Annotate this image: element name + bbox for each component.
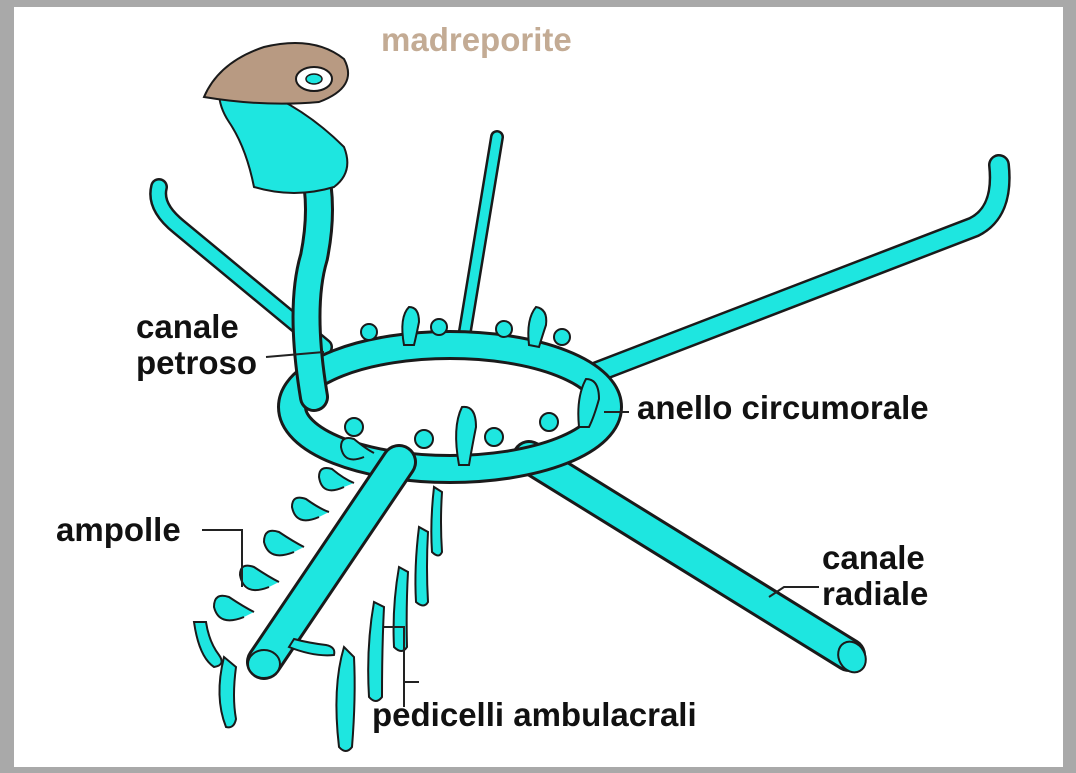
label-pedicelli-ambulacrali: pedicelli ambulacrali [372, 697, 697, 733]
label-canale-petroso: canale petroso [136, 309, 257, 381]
label-ampolle: ampolle [56, 512, 181, 548]
label-madreporite: madreporite [381, 22, 572, 58]
radial-canal-top [464, 137, 497, 337]
diagram-frame: .tube { stroke: #1a1a1a; stroke-linecap:… [14, 7, 1063, 767]
label-canale-radiale-line1: canale [822, 540, 928, 576]
ring-canal [292, 345, 608, 469]
radial-canal-right [584, 165, 1000, 377]
radial-canal-lower-right [529, 457, 871, 677]
label-anello-circumorale: anello circumorale [637, 390, 929, 426]
stone-canal [307, 167, 320, 397]
water-vascular-system-diagram: .tube { stroke: #1a1a1a; stroke-linecap:… [14, 7, 1063, 767]
label-canale-radiale: canale radiale [822, 540, 928, 612]
label-canale-petroso-line1: canale [136, 309, 257, 345]
label-canale-petroso-line2: petroso [136, 345, 257, 381]
madreporite-structure [204, 43, 348, 193]
label-canale-radiale-line2: radiale [822, 576, 928, 612]
